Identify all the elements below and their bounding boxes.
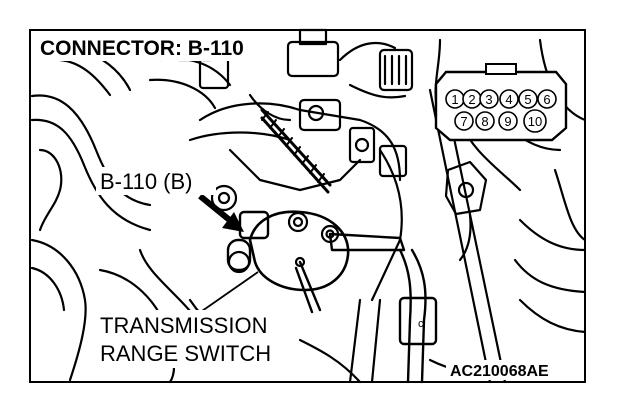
pin-8 [475,111,495,131]
pin-label: 10 [528,114,542,129]
pin-label: 5 [524,92,531,107]
pin-3 [479,89,499,109]
connector-callout-label: B-110 (B) [100,169,193,194]
pin-label: 9 [504,114,511,129]
part-label-line1: TRANSMISSION [100,313,267,338]
pin-label: 4 [505,92,512,107]
connector-b110-pinout: 1 2 3 4 5 6 7 8 9 10 [434,63,568,142]
figure-code-backdrop [446,360,582,380]
pin-6 [537,89,557,109]
callout-backdrop [96,167,216,195]
connector-row-bottom: 7 8 9 10 [454,109,547,133]
pin-label: 1 [451,92,458,107]
pin-label: 2 [468,92,475,107]
pin-4 [499,89,519,109]
part-label-backdrop [94,310,299,368]
pin-label: 8 [481,114,488,129]
small-tag: c [418,318,424,330]
connector-title: CONNECTOR: B-110 [40,37,244,60]
figure-code: AC210068AE [450,363,549,380]
pin-label: 6 [543,92,550,107]
pin-10 [523,109,547,133]
title-backdrop [34,33,284,61]
part-label-line2: RANGE SWITCH [100,341,271,366]
pin-5 [518,89,538,109]
pin-label: 7 [460,114,467,129]
pin-9 [498,111,518,131]
pin-7 [454,111,474,131]
pin-label: 3 [485,92,492,107]
engine-linework [30,28,587,384]
connector-row-top: 1 2 3 4 5 6 [445,89,557,109]
callout-arrow [198,193,244,232]
